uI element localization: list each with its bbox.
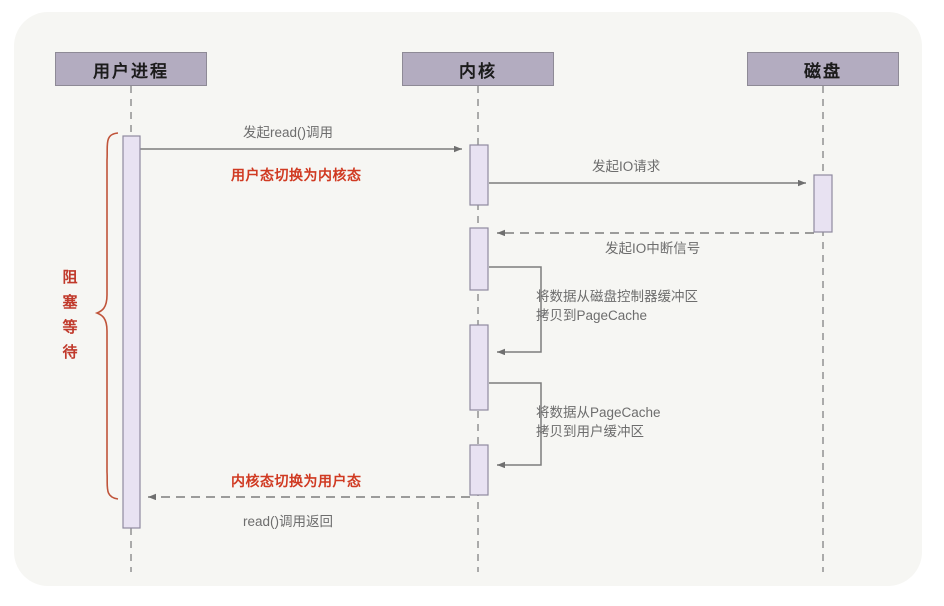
annotation-user-to-kernel-mode: 用户态切换为内核态 (231, 167, 362, 183)
blocking-wait-char-1: 阻 (62, 269, 78, 286)
activation-bar-kernel-4 (469, 444, 489, 496)
blocking-wait-char-3: 等 (62, 319, 78, 336)
diagram-card (14, 12, 922, 586)
message-label-read-call: 发起read()调用 (243, 125, 334, 140)
blocking-wait-brace-icon (94, 132, 119, 500)
message-label-io-interrupt: 发起IO中断信号 (605, 241, 701, 256)
blocking-wait-char-2: 塞 (62, 294, 78, 311)
activation-bar-user-process (122, 135, 141, 529)
message-label-copy-pagecache-to-user: 将数据从PageCache 拷贝到用户缓冲区 (536, 405, 661, 439)
blocking-wait-label: 阻 塞 等 待 (60, 265, 80, 365)
participant-label-disk: 磁盘 (804, 61, 842, 81)
message-self-call-copy-pagecache-to-user (489, 382, 542, 469)
activation-bar-disk (813, 174, 833, 233)
activation-bar-kernel-2 (469, 227, 489, 291)
message-label-read-return: read()调用返回 (243, 514, 334, 529)
participant-header-kernel[interactable]: 内核 (402, 52, 554, 86)
message-label-copy-disk-to-pagecache: 将数据从磁盘控制器缓冲区 拷贝到PageCache (536, 289, 698, 323)
blocking-wait-char-4: 待 (62, 344, 78, 361)
message-label-io-request: 发起IO请求 (592, 159, 661, 174)
participant-header-user-process[interactable]: 用户进程 (55, 52, 207, 86)
message-self-call-copy-disk-to-pagecache (489, 266, 542, 356)
annotation-kernel-to-user-mode: 内核态切换为用户态 (231, 473, 362, 489)
participant-header-disk[interactable]: 磁盘 (747, 52, 899, 86)
activation-bar-kernel-1 (469, 144, 489, 206)
activation-bar-kernel-3 (469, 324, 489, 411)
participant-label-kernel: 内核 (459, 61, 497, 81)
participant-label-user-process: 用户进程 (93, 61, 169, 81)
